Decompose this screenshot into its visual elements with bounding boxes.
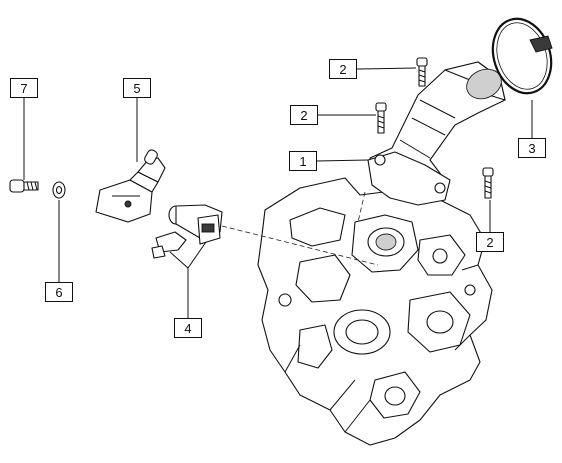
intake-manifold [367,61,506,206]
callout-1: 1 [289,151,317,171]
assembly-dash-lines [221,191,379,266]
bolt-2-middle [375,102,387,134]
bolt-2-top [416,57,428,87]
leader-lines [23,67,533,318]
callout-7: 7 [10,78,38,98]
callout-6: 6 [45,282,73,302]
bolt-7 [9,179,39,193]
cylinder-head [257,177,493,446]
callout-2-right: 2 [476,232,504,252]
sensor-5 [95,149,166,223]
callout-4: 4 [174,318,202,338]
bolt-2-right [482,167,494,199]
callout-2-middle: 2 [290,105,318,125]
washer-6 [52,181,66,199]
callout-2-top: 2 [329,59,357,79]
hose-clamp [491,17,553,95]
callout-3: 3 [518,138,546,158]
connector-4 [151,204,223,259]
callout-5: 5 [123,78,151,98]
